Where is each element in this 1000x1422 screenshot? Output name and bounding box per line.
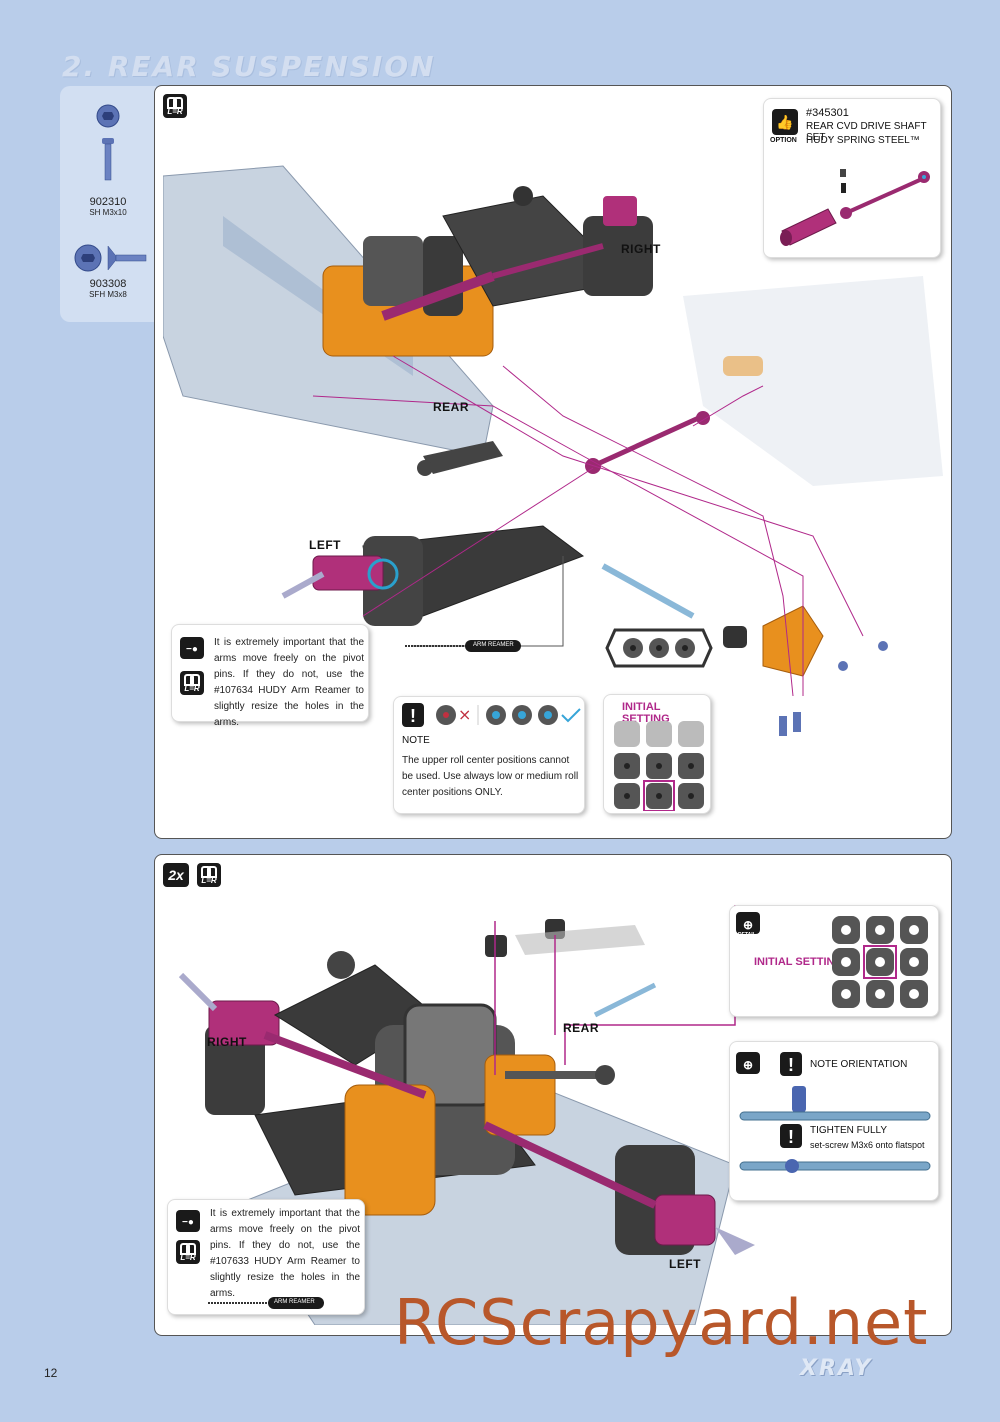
arm-warning-callout: −● L=R It is extremely important that th… [167, 1199, 365, 1315]
arm-warning-text: It is extremely important that the arms … [210, 1208, 360, 1299]
arm-reamer-tool-icon [405, 640, 521, 652]
svg-text:×: × [458, 705, 471, 724]
option-callout: 👍 OPTION #345301 REAR CVD DRIVE SHAFT SE… [763, 98, 941, 258]
note-orientation-callout: ⊕ ! NOTE ORIENTATION ! TIGHTEN FULLY set… [729, 1041, 939, 1201]
assembly-step-panel-1: L=R 👍 OPTION #345301 REAR CVD DRIVE SHAF… [154, 85, 952, 839]
initial-setting-label: INITIAL SETTING [754, 956, 844, 968]
assembly-step-panel-2: 2x L=R [154, 854, 952, 1336]
initial-setting-grid [614, 721, 704, 811]
arm-warning-callout: −● L=R It is extremely important that th… [171, 624, 369, 728]
label-rear: REAR [433, 400, 470, 414]
brand-logo: XRAY [800, 1356, 873, 1381]
label-left: LEFT [309, 538, 341, 552]
left-equals-right-icon: L=R [180, 671, 204, 695]
arm-reamer-tool-icon [208, 1297, 324, 1309]
repeat-2x-badge: 2x [163, 863, 189, 887]
arm-warning-text: It is extremely important that the arms … [214, 637, 364, 728]
left-equals-right-icon: L=R [197, 863, 221, 887]
reamer-icon: −● [180, 637, 204, 659]
parts-sidebar: 902310 SH M3x10 903308 SFH M3x8 [60, 86, 156, 322]
label-left: LEFT [669, 1257, 701, 1271]
roll-center-note-callout: ! × NOTE The upper roll center positions… [393, 696, 585, 814]
tighten-fully-text: set-screw M3x6 onto flatspot [810, 1140, 925, 1150]
exclamation-icon: ! [780, 1124, 802, 1148]
pivot-pin-illustration [739, 1086, 931, 1173]
option-line-1: REAR CVD DRIVE SHAFT SET - [806, 121, 927, 143]
detail-magnify-icon: ⊕ [736, 912, 760, 934]
arm-reamer-label: ARM REAMER [473, 642, 514, 648]
detail-magnify-icon: ⊕ [736, 1052, 760, 1074]
cvd-drive-shaft-illustration [780, 169, 930, 246]
left-equals-right-icon: L=R [163, 94, 187, 118]
option-label: OPTION [770, 137, 797, 144]
initial-setting-grid [832, 916, 928, 1008]
detail-label: DETAIL [738, 932, 756, 938]
roll-center-positions-icon: × [436, 705, 581, 725]
page-number: 12 [44, 1366, 58, 1380]
option-part-number: #345301 [806, 107, 849, 119]
part-code-902310: 902310 [89, 196, 127, 208]
exclamation-icon: ! [402, 703, 424, 727]
note-text: The upper roll center positions cannot b… [402, 755, 579, 798]
watermark: RCScrapyard.net [394, 1286, 929, 1359]
note-title: NOTE [402, 735, 430, 746]
note-orientation-label: NOTE ORIENTATION [810, 1059, 908, 1070]
page-title: 2. REAR SUSPENSION [62, 50, 436, 83]
tighten-fully-title: TIGHTEN FULLY [810, 1125, 888, 1136]
rear-suspension-assembly-illustration [178, 905, 755, 1325]
label-right: RIGHT [207, 1035, 247, 1049]
part-code-903308: 903308 [89, 278, 127, 290]
label-rear: REAR [563, 1021, 600, 1035]
reamer-icon: −● [176, 1210, 200, 1232]
label-right: RIGHT [621, 242, 661, 256]
initial-setting-callout: INITIAL SETTING [603, 694, 711, 814]
part-desc-902310: SH M3x10 [89, 208, 127, 217]
sfh-m3x8-screw-icon [74, 244, 147, 272]
left-equals-right-icon: L=R [176, 1240, 200, 1264]
exclamation-icon: ! [780, 1052, 802, 1076]
roll-center-insert-illustration [605, 628, 713, 668]
thumbs-up-icon: 👍 [772, 109, 798, 135]
rear-suspension-exploded-illustration [163, 165, 943, 736]
option-line-2: HUDY SPRING STEEL™ [806, 135, 920, 146]
part-desc-903308: SFH M3x8 [89, 290, 127, 299]
arm-reamer-label: ARM REAMER [274, 1299, 315, 1305]
sh-m3x10-screw-icon [96, 104, 120, 181]
detail-initial-setting-callout: ⊕ DETAIL INITIAL SETTING [729, 905, 939, 1017]
